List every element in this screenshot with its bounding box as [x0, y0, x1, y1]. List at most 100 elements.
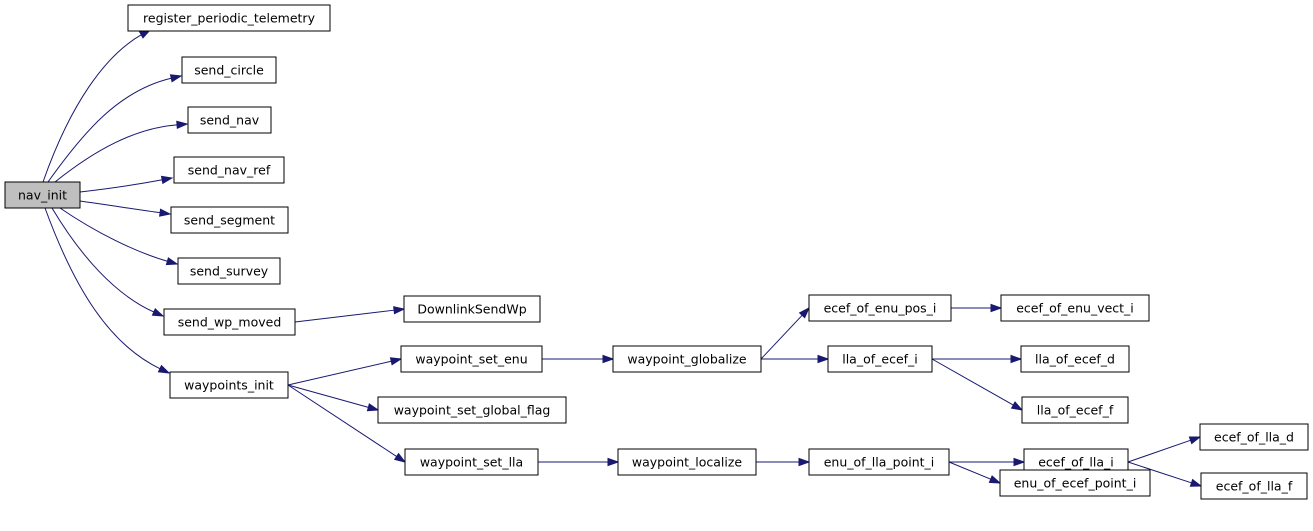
node-waypoint_set_enu[interactable]: waypoint_set_enu — [400, 345, 543, 373]
node-label: nav_init — [18, 188, 67, 203]
arrow-head — [1189, 478, 1203, 487]
arrow-head — [165, 257, 179, 266]
node-enu_of_lla_point_i[interactable]: enu_of_lla_point_i — [808, 448, 950, 476]
edge-line — [44, 207, 162, 370]
node-box[interactable] — [181, 56, 277, 84]
node-lla_of_ecef_i[interactable]: lla_of_ecef_i — [827, 345, 933, 373]
node-send_nav[interactable]: send_nav — [187, 106, 272, 134]
node-box[interactable] — [1020, 345, 1130, 373]
node-box[interactable] — [617, 448, 757, 476]
node-box[interactable] — [173, 156, 285, 184]
node-DownlinkSendWp[interactable]: DownlinkSendWp — [403, 295, 541, 323]
edge-nav_init-to-waypoints_init — [44, 207, 171, 374]
node-box[interactable] — [400, 345, 543, 373]
node-box[interactable] — [999, 469, 1151, 497]
arrow-head — [602, 354, 615, 364]
node-box[interactable] — [808, 294, 952, 322]
node-box[interactable] — [1000, 294, 1150, 322]
edge-line — [931, 358, 1015, 406]
arrow-head — [169, 74, 183, 83]
edge-nav_init-to-send_survey — [59, 207, 179, 266]
node-box[interactable] — [1199, 423, 1309, 451]
edge-line — [42, 33, 143, 183]
edge-nav_init-to-register_periodic_telemetry — [42, 29, 152, 183]
node-box[interactable] — [177, 257, 281, 285]
node-label: waypoints_init — [184, 378, 274, 393]
node-ecef_of_lla_f[interactable]: ecef_of_lla_f — [1200, 472, 1308, 500]
node-ecef_of_enu_pos_i[interactable]: ecef_of_enu_pos_i — [808, 294, 952, 322]
node-send_survey[interactable]: send_survey — [177, 257, 281, 285]
node-label: waypoint_set_global_flag — [394, 403, 551, 418]
node-nav_init[interactable]: nav_init — [4, 181, 81, 209]
edge-line — [294, 309, 396, 323]
edge-line — [1127, 439, 1192, 463]
node-box[interactable] — [612, 345, 762, 373]
node-box[interactable] — [169, 371, 289, 399]
edge-line — [948, 461, 992, 481]
node-box[interactable] — [808, 448, 950, 476]
node-send_segment[interactable]: send_segment — [170, 206, 289, 234]
arrow-head — [393, 452, 407, 463]
edge-nav_init-to-send_wp_moved — [51, 207, 165, 317]
edge-waypoint_globalize-to-ecef_of_enu_pos_i — [760, 306, 811, 360]
node-waypoint_set_global_flag[interactable]: waypoint_set_global_flag — [377, 396, 567, 424]
nodes-layer: nav_init register_periodic_telemetry send_… — [4, 4, 1309, 500]
node-label: send_wp_moved — [178, 315, 282, 330]
node-box[interactable] — [403, 295, 541, 323]
node-box[interactable] — [163, 308, 296, 336]
edge-nav_init-to-send_segment — [79, 200, 172, 217]
edge-waypoint_globalize-to-lla_of_ecef_i — [761, 354, 830, 364]
edge-line — [287, 360, 393, 386]
node-ecef_of_enu_vect_i[interactable]: ecef_of_enu_vect_i — [1000, 294, 1150, 322]
arrow-head — [798, 457, 811, 467]
edge-ecef_of_enu_pos_i-to-ecef_of_enu_vect_i — [951, 303, 1003, 313]
edge-line — [760, 314, 804, 360]
node-label: enu_of_ecef_point_i — [1014, 476, 1137, 491]
arrow-head — [389, 357, 403, 366]
arrow-head — [1010, 354, 1023, 364]
node-lla_of_ecef_f[interactable]: lla_of_ecef_f — [1021, 396, 1129, 424]
node-box[interactable] — [1021, 396, 1129, 424]
node-box[interactable] — [187, 106, 272, 134]
edge-ecef_of_lla_i-to-ecef_of_lla_d — [1127, 436, 1202, 463]
edge-line — [79, 200, 162, 214]
edge-line — [54, 124, 179, 183]
edge-waypoint_set_enu-to-waypoint_globalize — [542, 354, 615, 364]
node-box[interactable] — [4, 181, 81, 209]
node-box[interactable] — [1200, 472, 1308, 500]
node-label: send_segment — [184, 213, 275, 228]
edge-nav_init-to-send_nav — [54, 120, 189, 183]
arrow-head — [157, 364, 171, 374]
node-label: register_periodic_telemetry — [143, 11, 316, 26]
node-register_periodic_telemetry[interactable]: register_periodic_telemetry — [127, 4, 331, 32]
edge-enu_of_lla_point_i-to-enu_of_ecef_point_i — [948, 461, 1002, 484]
arrow-head — [1010, 401, 1024, 411]
edge-line — [51, 207, 155, 313]
arrow-head — [151, 307, 165, 317]
node-box[interactable] — [127, 4, 331, 32]
arrow-head — [988, 475, 1002, 484]
node-lla_of_ecef_d[interactable]: lla_of_ecef_d — [1020, 345, 1130, 373]
node-ecef_of_lla_d[interactable]: ecef_of_lla_d — [1199, 423, 1309, 451]
node-label: ecef_of_enu_pos_i — [824, 301, 937, 316]
node-box[interactable] — [827, 345, 933, 373]
node-waypoints_init[interactable]: waypoints_init — [169, 371, 289, 399]
edge-line — [287, 384, 370, 409]
edge-ecef_of_lla_i-to-ecef_of_lla_f — [1127, 461, 1203, 487]
node-send_wp_moved[interactable]: send_wp_moved — [163, 308, 296, 336]
node-label: waypoint_globalize — [627, 352, 747, 367]
node-box[interactable] — [404, 448, 539, 476]
node-box[interactable] — [377, 396, 567, 424]
node-send_nav_ref[interactable]: send_nav_ref — [173, 156, 285, 184]
node-label: ecef_of_lla_f — [1216, 479, 1293, 494]
node-box[interactable] — [170, 206, 289, 234]
node-waypoint_set_lla[interactable]: waypoint_set_lla — [404, 448, 539, 476]
arrow-head — [817, 354, 830, 364]
node-waypoint_globalize[interactable]: waypoint_globalize — [612, 345, 762, 373]
edge-line — [47, 77, 173, 183]
node-enu_of_ecef_point_i[interactable]: enu_of_ecef_point_i — [999, 469, 1151, 497]
edge-waypoints_init-to-waypoint_set_lla — [287, 384, 407, 463]
node-waypoint_localize[interactable]: waypoint_localize — [617, 448, 757, 476]
node-send_circle[interactable]: send_circle — [181, 56, 277, 84]
node-label: DownlinkSendWp — [417, 302, 526, 317]
